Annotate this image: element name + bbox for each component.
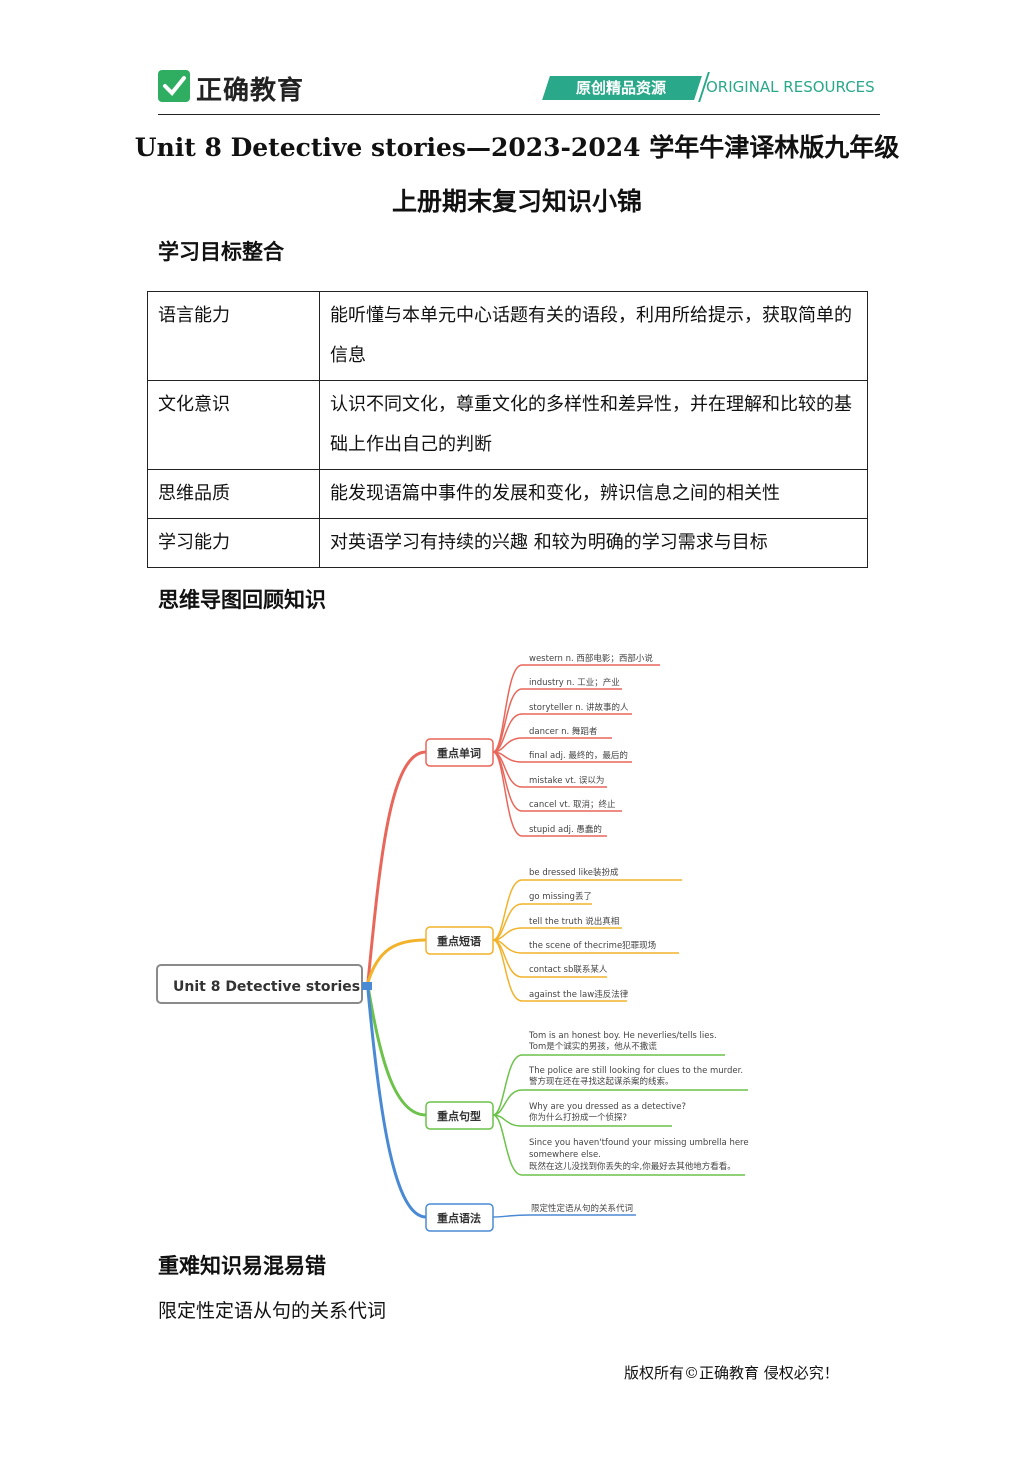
goal-key: 文化意识 xyxy=(147,380,320,470)
section-mindmap-heading: 思维导图回顾知识 xyxy=(158,588,326,612)
goal-value: 对英语学习有持续的兴趣 和较为明确的学习需求与目标 xyxy=(319,518,868,568)
sentences-leaf-lines xyxy=(492,1054,748,1176)
brand-name: 正确教育 xyxy=(196,76,305,106)
banner-english: ORIGINAL RESOURCES xyxy=(706,78,875,96)
leaf-text: storyteller n. 讲故事的人 xyxy=(529,702,629,713)
branch-line-phrases xyxy=(366,938,427,983)
leaf-text: final adj. 最终的，最后的 xyxy=(529,750,628,761)
goal-key: 思维品质 xyxy=(147,469,320,519)
branch-label-words: 重点单词 xyxy=(437,746,481,760)
leaf-text: contact sb联系某人 xyxy=(529,964,608,975)
leaf-text: somewhere else. xyxy=(529,1150,601,1160)
leaf-text: Tom是个诚实的男孩，他从不撒谎 xyxy=(528,1041,657,1052)
branch-label-sentences: 重点句型 xyxy=(437,1109,481,1123)
leaf-text: the scene of thecrime犯罪现场 xyxy=(529,940,656,951)
branch-line-words xyxy=(366,750,427,983)
leaf-text: against the law违反法律 xyxy=(529,989,629,1000)
goals-table: 语言能力 能听懂与本单元中心话题有关的语段，利用所给提示，获取简单的信息 文化意… xyxy=(147,291,868,568)
leaf-text: 限定性定语从句的关系代词 xyxy=(531,1203,633,1214)
goal-value: 能听懂与本单元中心话题有关的语段，利用所给提示，获取简单的信息 xyxy=(319,291,868,381)
doc-title-line2: 上册期末复习知识小锦 xyxy=(391,187,642,216)
leaf-text: 既然在这儿没找到你丢失的伞,你最好去其他地方看看。 xyxy=(529,1161,736,1172)
leaf-text: Since you haven'tfound your missing umbr… xyxy=(529,1138,749,1148)
leaf-text: be dressed like装扮成 xyxy=(529,867,619,878)
branch-label-grammar: 重点语法 xyxy=(437,1211,481,1225)
leaf-text: stupid adj. 愚蠢的 xyxy=(529,824,602,835)
leaf-text: The police are still looking for clues t… xyxy=(528,1066,743,1076)
branch-label-phrases: 重点短语 xyxy=(437,934,481,948)
goal-value: 认识不同文化，尊重文化的多样性和差异性，并在理解和比较的基础上作出自己的判断 xyxy=(319,380,868,470)
section-hard-heading: 重难知识易混易错 xyxy=(158,1254,326,1278)
leaf-text: 你为什么打扮成一个侦探? xyxy=(529,1112,627,1123)
leaf-text: Why are you dressed as a detective? xyxy=(529,1102,686,1112)
section-goals-heading: 学习目标整合 xyxy=(158,240,284,264)
copyright-footer: 版权所有©正确教育 侵权必究！ xyxy=(624,1364,839,1382)
leaf-text: industry n. 工业；产业 xyxy=(529,677,620,688)
table-row: 文化意识 认识不同文化，尊重文化的多样性和差异性，并在理解和比较的基础上作出自己… xyxy=(147,380,868,470)
page-header: 正确教育 原创精品资源 ORIGINAL RESOURCES xyxy=(158,64,880,115)
branch-line-sentences xyxy=(366,985,427,1117)
root-label: Unit 8 Detective stories xyxy=(173,979,360,995)
goal-key: 语言能力 xyxy=(147,291,320,381)
leaf-text: go missing丢了 xyxy=(529,891,592,902)
leaf-text: mistake vt. 误以为 xyxy=(529,775,604,786)
grammar-leaf-line xyxy=(492,1214,636,1218)
branch-line-grammar xyxy=(366,989,427,1219)
goal-key: 学习能力 xyxy=(147,518,320,568)
check-logo-icon xyxy=(158,70,190,102)
leaf-text: western n. 西部电影；西部小说 xyxy=(529,653,653,664)
leaf-text: 警方现在还在寻找这起谋杀案的线索。 xyxy=(529,1076,674,1087)
mind-map: Unit 8 Detective stories 重点单词 western n.… xyxy=(156,653,749,1232)
leaf-text: tell the truth 说出真相 xyxy=(529,916,619,927)
hard-text: 限定性定语从句的关系代词 xyxy=(158,1300,387,1322)
doc-title-line1: Unit 8 Detective stories—2023-2024 学年牛津译… xyxy=(134,133,900,162)
leaf-text: Tom is an honest boy. He neverlies/tells… xyxy=(528,1031,717,1041)
root-connector xyxy=(362,982,372,990)
table-row: 学习能力 对英语学习有持续的兴趣 和较为明确的学习需求与目标 xyxy=(147,518,868,568)
words-leaf-lines xyxy=(492,664,660,837)
leaf-text: dancer n. 舞蹈者 xyxy=(529,726,598,737)
goal-value: 能发现语篇中事件的发展和变化，辨识信息之间的相关性 xyxy=(319,469,868,519)
banner-text: 原创精品资源 xyxy=(576,79,667,97)
leaf-text: cancel vt. 取消；终止 xyxy=(529,799,616,810)
table-row: 思维品质 能发现语篇中事件的发展和变化，辨识信息之间的相关性 xyxy=(147,469,868,519)
phrases-leaf-lines xyxy=(492,879,682,1002)
table-row: 语言能力 能听懂与本单元中心话题有关的语段，利用所给提示，获取简单的信息 xyxy=(147,291,868,381)
